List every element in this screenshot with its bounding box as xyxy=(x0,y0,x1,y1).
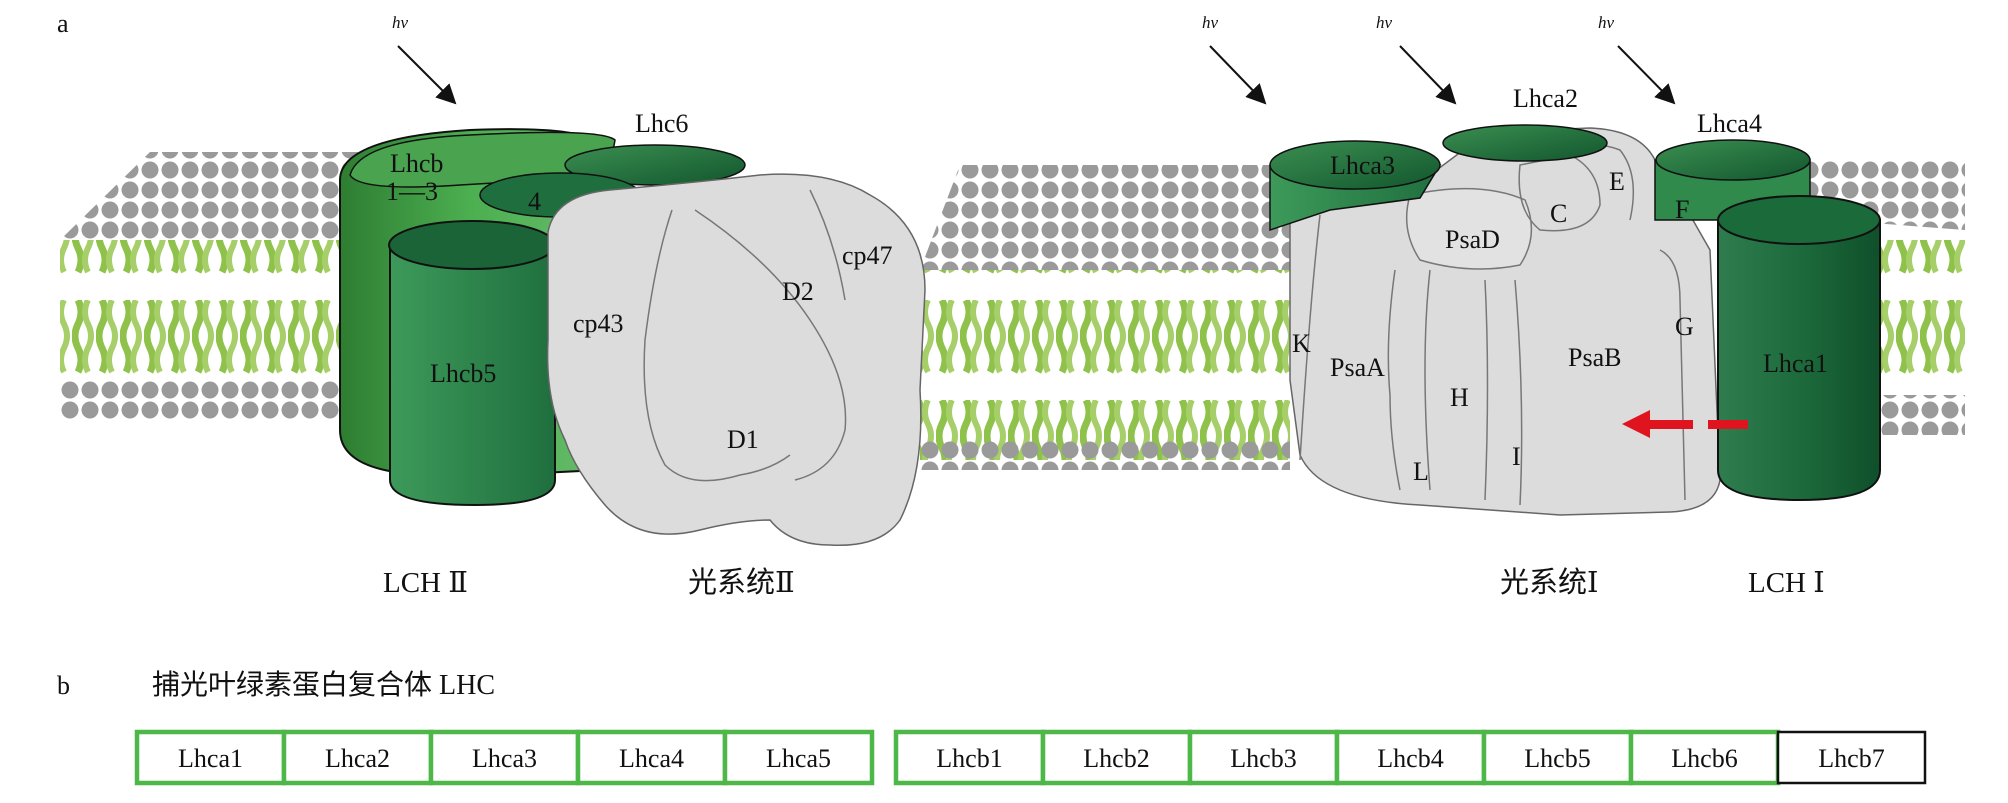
label-cp47: cp47 xyxy=(842,241,893,270)
label-lhcb1-3-line2: 1—3 xyxy=(386,177,438,206)
lhc-box-lhca3 xyxy=(428,729,581,786)
lhc-box-label-lhcb4: Lhcb4 xyxy=(1377,744,1443,773)
label-d1: D1 xyxy=(727,425,759,454)
lhc-box-lhcb2 xyxy=(1040,729,1193,786)
label-cp43: cp43 xyxy=(573,309,624,338)
lhc-box-label-lhcb1: Lhcb1 xyxy=(936,744,1002,773)
panel-b-letter: b xyxy=(57,671,70,700)
label-h: H xyxy=(1450,383,1469,412)
lhca1-cylinder xyxy=(1717,195,1881,502)
label-lhca3: Lhca3 xyxy=(1330,151,1395,180)
lhc-box-label-lhca4: Lhca4 xyxy=(619,744,684,773)
photon-label-2: hν xyxy=(1202,13,1219,32)
label-k: K xyxy=(1292,329,1311,358)
label-lhca4: Lhca4 xyxy=(1697,109,1762,138)
label-psad: PsaD xyxy=(1445,225,1500,254)
lhc-box-label-lhcb2: Lhcb2 xyxy=(1083,744,1149,773)
photon-arrow-2: hν xyxy=(1202,13,1267,105)
label-l: L xyxy=(1413,457,1429,486)
label-c: C xyxy=(1550,199,1567,228)
photon-label-3: hν xyxy=(1376,13,1393,32)
label-g: G xyxy=(1675,312,1694,341)
lhc-box-label-lhca2: Lhca2 xyxy=(325,744,390,773)
lhca3-cylinder xyxy=(1269,140,1442,232)
lhc-box-label-lhcb5: Lhcb5 xyxy=(1524,744,1590,773)
label-psab: PsaB xyxy=(1568,343,1621,372)
lhc-box-label-lhcb3: Lhcb3 xyxy=(1230,744,1296,773)
caption-photosystem-ii: 光系统Ⅱ xyxy=(688,566,795,599)
photon-arrow-3: hν xyxy=(1376,13,1457,105)
caption-lch2: LCH Ⅱ xyxy=(383,567,468,599)
caption-photosystem-i: 光系统Ⅰ xyxy=(1500,566,1598,599)
caption-lch1: LCH Ⅰ xyxy=(1748,567,1825,599)
photosystem-i-core xyxy=(1289,127,1721,516)
lhc6-cylinder xyxy=(564,144,746,186)
lhc-box-lhcb7 xyxy=(1776,730,1927,785)
photon-label-1: hν xyxy=(392,13,409,32)
thylakoid-membrane-middle xyxy=(920,165,1290,470)
label-lhca1: Lhca1 xyxy=(1763,349,1828,378)
label-d2: D2 xyxy=(782,277,814,306)
lhc-box-label-lhca1: Lhca1 xyxy=(178,744,243,773)
label-psaa: PsaA xyxy=(1330,353,1385,382)
label-lhcb4: 4 xyxy=(528,187,541,216)
lhcb5-cylinder xyxy=(388,220,556,507)
lhc-box-lhcb4 xyxy=(1334,729,1487,786)
lhca2-cylinder xyxy=(1442,124,1608,162)
label-e: E xyxy=(1609,167,1625,196)
lhc-box-lhcb6 xyxy=(1628,729,1781,786)
lhc-box-label-lhcb7: Lhcb7 xyxy=(1818,744,1884,773)
label-lhc6: Lhc6 xyxy=(635,109,688,138)
lhc-box-label-lhca5: Lhca5 xyxy=(766,744,831,773)
label-lhcb5: Lhcb5 xyxy=(430,359,496,388)
lhcb-box-row: Lhcb1 Lhcb2 Lhcb3 Lhcb4 Lhcb5 Lhcb6 Lhcb7 xyxy=(893,729,1927,786)
photon-arrow-4: hν xyxy=(1598,13,1676,105)
lhc-box-label-lhca3: Lhca3 xyxy=(472,744,537,773)
panel-b-title: 捕光叶绿素蛋白复合体 LHC xyxy=(152,669,495,701)
photon-label-4: hν xyxy=(1598,13,1615,32)
lhc-box-lhca4 xyxy=(575,729,728,786)
energy-transfer-arrow xyxy=(1622,410,1748,438)
lhc-box-lhca2 xyxy=(281,729,434,786)
lhc-box-lhca1 xyxy=(134,729,287,786)
label-lhcb1-3-line1: Lhcb xyxy=(390,149,443,178)
label-f: F xyxy=(1675,195,1689,224)
photosystem-ii-core xyxy=(546,173,926,547)
panel-a-letter: a xyxy=(57,9,69,38)
lhc-box-lhca5 xyxy=(722,729,875,786)
label-lhca2: Lhca2 xyxy=(1513,84,1578,113)
lhc-box-lhcb5 xyxy=(1481,729,1634,786)
lhca-box-row: Lhca1 Lhca2 Lhca3 Lhca4 Lhca5 xyxy=(134,729,875,786)
label-i: I xyxy=(1512,442,1521,471)
lhc-box-label-lhcb6: Lhcb6 xyxy=(1671,744,1737,773)
photon-arrow-1: hν xyxy=(392,13,457,105)
